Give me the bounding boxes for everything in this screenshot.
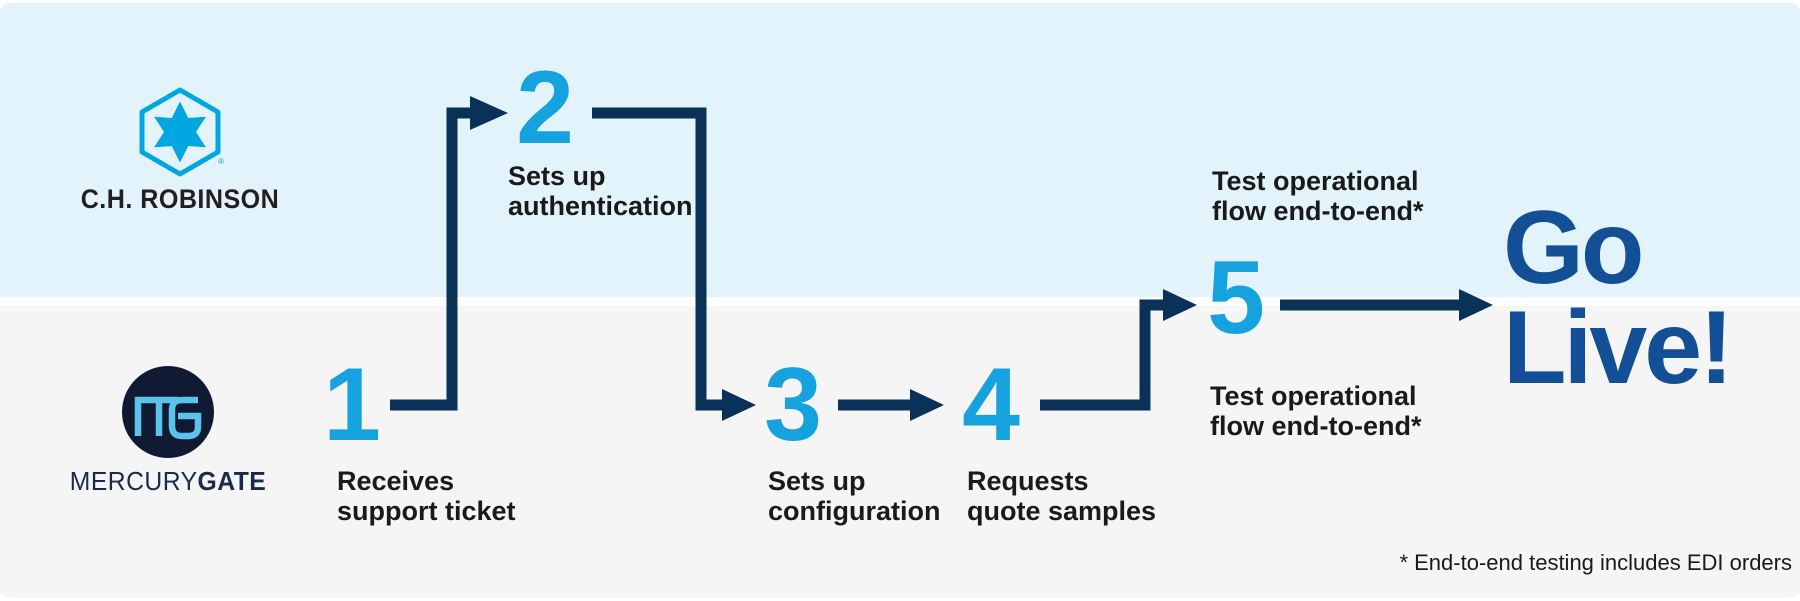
step-5-label-bottom: Test operational flow end-to-end* [1210,381,1421,441]
label-line: Requests [967,466,1089,496]
step-4-number: 4 [962,347,1020,463]
go-live-line: Live! [1503,290,1734,406]
step-3-number: 3 [764,347,822,463]
connector-2-3 [592,107,722,411]
step-5-label-top: Test operational flow end-to-end* [1212,166,1423,226]
label-line: quote samples [967,496,1157,526]
mercurygate-wordmark-regular: MERCURY [69,466,198,496]
chrobinson-wordmark: C.H. ROBINSON [80,184,280,214]
arrowhead-icon [1459,289,1493,321]
go-live-line: Go [1503,190,1644,306]
lane-chrobinson [0,3,1800,297]
mercurygate-logo: MERCURYGATE [48,366,288,497]
label-line: Test operational [1210,381,1417,411]
lane-mercurygate [0,306,1800,598]
arrowhead-icon [910,389,944,421]
label-line: authentication [508,191,693,221]
footnote: * End-to-end testing includes EDI orders [1399,550,1792,575]
step-2-label: Sets up authentication [508,161,693,221]
step-2-number: 2 [516,50,574,166]
arrowhead-icon [1163,289,1197,321]
connector-4-5 [1040,299,1163,411]
mercurygate-wordmark: MERCURYGATE [54,466,282,497]
step-1-label: Receives support ticket [337,466,516,526]
label-line: support ticket [337,496,516,526]
label-line: Receives [337,466,455,496]
label-line: Sets up [768,466,866,496]
mercurygate-wordmark-bold: GATE [197,466,267,496]
svg-text:®: ® [218,157,224,166]
label-line: flow end-to-end* [1212,196,1424,226]
label-line: Sets up [508,161,606,191]
connector-1-2 [390,107,470,411]
go-live-text: Go Live! [1503,190,1734,406]
chrobinson-hexagon-icon: ® [139,87,224,177]
label-line: Test operational [1212,166,1419,196]
step-4-label: Requests quote samples [967,466,1156,526]
chrobinson-logo: ® C.H. ROBINSON [60,86,300,215]
step-5-number: 5 [1207,240,1265,356]
mercurygate-monogram-icon [122,366,214,458]
step-1-number: 1 [323,347,381,463]
label-line: configuration [768,496,941,526]
label-line: flow end-to-end* [1210,411,1422,441]
step-3-label: Sets up configuration [768,466,940,526]
arrowhead-icon [470,96,508,130]
arrowhead-icon [722,389,756,421]
